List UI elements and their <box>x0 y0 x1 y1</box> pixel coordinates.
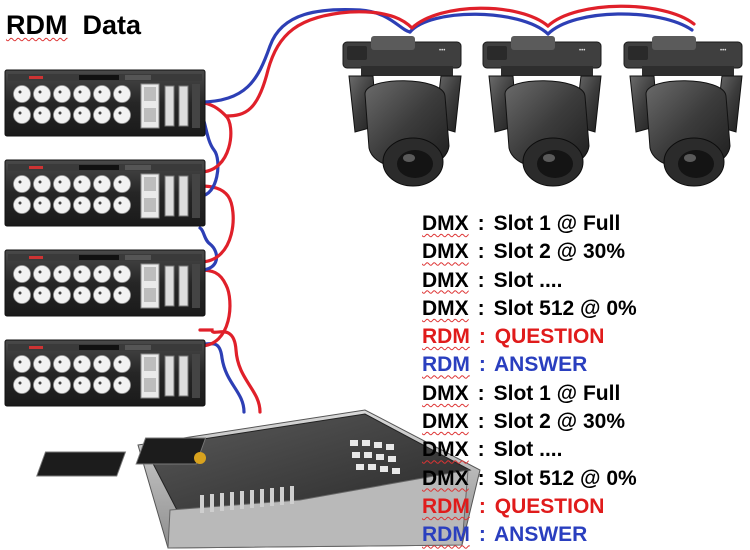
message-line: RDM : QUESTION <box>422 493 637 521</box>
dimmer-rack-1 <box>4 69 206 137</box>
message-text: Slot 1 @ Full <box>493 381 621 405</box>
message-separator: : <box>478 325 486 349</box>
message-separator: : <box>478 494 486 518</box>
message-protocol: RDM <box>422 353 470 377</box>
title-word-rdm: RDM <box>6 10 68 40</box>
moving-head-1 <box>342 35 462 187</box>
message-separator: : <box>477 296 485 320</box>
message-text: Slot 2 @ 30% <box>493 240 625 264</box>
message-text: Slot 1 @ Full <box>493 212 621 235</box>
message-text: Slot .... <box>493 268 563 292</box>
message-text: ANSWER <box>494 353 588 377</box>
message-line: DMX : Slot 1 @ Full <box>422 210 637 238</box>
console-logo-icon <box>194 452 206 464</box>
message-line: DMX : Slot 512 @ 0% <box>422 465 637 493</box>
message-separator: : <box>478 523 486 547</box>
message-text: QUESTION <box>494 494 605 518</box>
message-text: Slot .... <box>493 438 563 462</box>
message-line: DMX : Slot 2 @ 30% <box>422 408 637 436</box>
message-line: DMX : Slot .... <box>422 436 637 464</box>
message-separator: : <box>477 381 485 405</box>
dimmer-rack-4 <box>4 339 206 407</box>
dimmer-rack-2 <box>4 159 206 227</box>
moving-head-3 <box>623 35 743 187</box>
cable-red-d1-fixture1 <box>224 10 414 118</box>
message-protocol: RDM <box>422 523 470 547</box>
moving-head-2 <box>482 35 602 187</box>
cable-blue-d1-fixture1 <box>198 8 412 104</box>
cable-red-f2-f3 <box>546 4 696 28</box>
message-line: RDM : ANSWER <box>422 521 637 549</box>
message-text: QUESTION <box>494 325 605 349</box>
message-separator: : <box>477 240 485 264</box>
message-text: Slot 512 @ 0% <box>493 466 637 490</box>
message-separator: : <box>478 353 486 377</box>
dimmer-rack-3 <box>4 249 206 317</box>
cable-blue-d3-d2 <box>198 226 219 272</box>
message-protocol: RDM <box>422 494 470 518</box>
message-line: RDM : ANSWER <box>422 351 637 379</box>
message-protocol: DMX <box>422 268 469 292</box>
dmx-cable <box>198 4 696 414</box>
cable-red-console-dimmer4 <box>198 328 262 414</box>
message-text: Slot 2 @ 30% <box>493 410 625 434</box>
message-line: RDM : QUESTION <box>422 323 637 351</box>
message-text: ANSWER <box>494 523 588 547</box>
message-protocol: DMX <box>422 410 469 434</box>
message-separator: : <box>477 466 485 490</box>
message-separator: : <box>477 212 485 235</box>
message-separator: : <box>477 268 485 292</box>
message-protocol: DMX <box>422 240 469 264</box>
cable-red-f1-f2 <box>410 6 550 30</box>
message-text: Slot 512 @ 0% <box>493 296 637 320</box>
diagram-title: RDM Data <box>6 12 141 39</box>
title-word-data: Data <box>82 10 142 40</box>
cable-red-d4-d3 <box>198 268 232 348</box>
message-separator: : <box>477 410 485 434</box>
cable-blue-f1-f2 <box>408 12 550 36</box>
message-line: DMX : Slot .... <box>422 267 637 295</box>
message-protocol: DMX <box>422 296 469 320</box>
message-line: DMX : Slot 2 @ 30% <box>422 238 637 266</box>
message-protocol: RDM <box>422 325 470 349</box>
message-separator: : <box>477 438 485 462</box>
message-line: DMX : Slot 512 @ 0% <box>422 295 637 323</box>
message-protocol: DMX <box>422 466 469 490</box>
message-protocol: DMX <box>422 212 469 235</box>
cable-blue-f2-f3 <box>546 12 694 36</box>
lighting-console <box>36 409 481 549</box>
message-protocol: DMX <box>422 438 469 462</box>
message-line: DMX : Slot 1 @ Full <box>422 380 637 408</box>
message-protocol: DMX <box>422 381 469 405</box>
